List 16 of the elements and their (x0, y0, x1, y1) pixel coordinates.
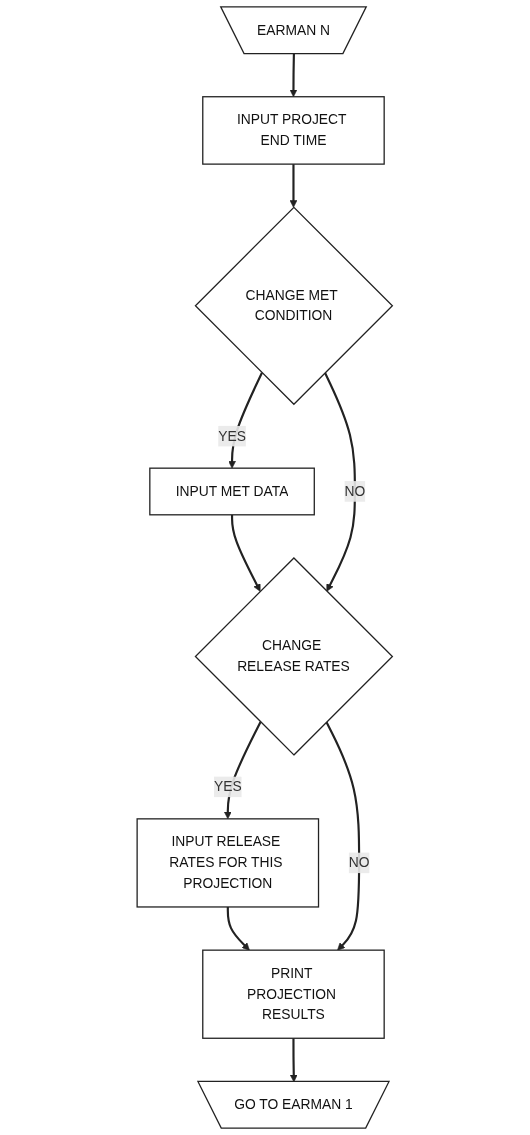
edge-label: YES (218, 428, 247, 444)
arrow (324, 372, 357, 592)
node-diamond: CHANGE MET CONDITION (194, 206, 394, 406)
arrow (289, 164, 298, 208)
node-diamond: CHANGE RELEASE RATES (194, 557, 394, 756)
node-box: INPUT PROJECT END TIME (202, 96, 386, 165)
arrow (325, 721, 361, 951)
edge-label: NO (349, 855, 370, 870)
arrow (289, 53, 298, 98)
node-box: INPUT RELEASE RATES FOR THIS PROJECTION (136, 818, 320, 908)
node-box: PRINT PROJECTION RESULTS (202, 949, 386, 1039)
edge-label: YES (214, 779, 242, 794)
node-box: INPUT MET DATA (149, 467, 316, 516)
edge-label: NO (344, 483, 366, 499)
arrow (231, 514, 261, 592)
arrow (227, 906, 250, 951)
